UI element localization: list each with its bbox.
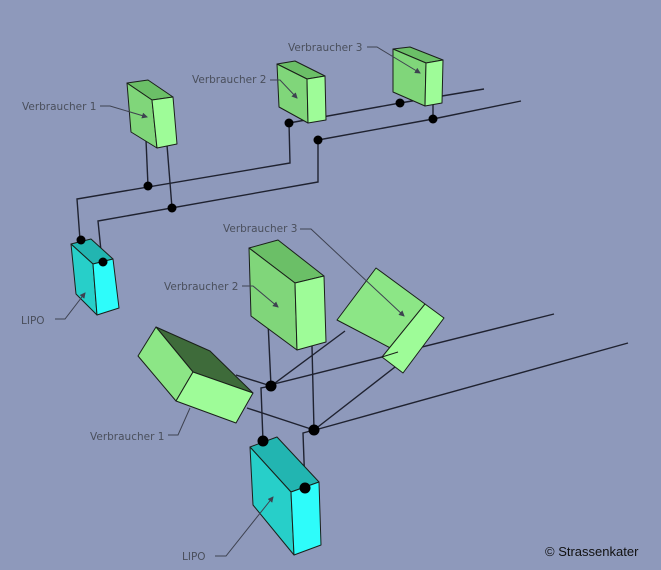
junction-node bbox=[143, 181, 153, 191]
leader-line bbox=[100, 105, 148, 119]
label-consumer-3: Verbraucher 3 bbox=[288, 42, 362, 54]
copyright-notice: © Strassenkater bbox=[545, 544, 639, 559]
leader-line bbox=[242, 285, 279, 308]
bottom-nodes bbox=[257, 380, 320, 494]
top-view: Verbraucher 1 Verbraucher 2 Verbraucher … bbox=[21, 42, 522, 327]
battery-terminal-node bbox=[299, 482, 311, 494]
bottom-consumer-2 bbox=[248, 239, 327, 351]
box-side bbox=[381, 303, 445, 374]
bottom-consumer-1 bbox=[137, 326, 254, 424]
junction-node bbox=[395, 98, 405, 108]
wire-c3-a bbox=[270, 330, 346, 387]
label-battery: LIPO bbox=[182, 551, 206, 563]
bottom-consumer-3 bbox=[336, 267, 445, 374]
top-consumer-2 bbox=[276, 60, 327, 124]
battery-terminal-node bbox=[98, 257, 108, 267]
wire-c1-pos bbox=[145, 139, 149, 187]
junction-node bbox=[265, 380, 277, 392]
label-consumer-2: Verbraucher 2 bbox=[164, 281, 238, 293]
leader-line bbox=[270, 79, 298, 99]
wire-c1-b bbox=[246, 407, 315, 431]
label-consumer-3: Verbraucher 3 bbox=[223, 223, 297, 235]
wire-c3-b bbox=[313, 366, 396, 431]
label-consumer-1: Verbraucher 1 bbox=[22, 101, 96, 113]
battery-terminal-node bbox=[76, 235, 86, 245]
wire-bus-lower bbox=[314, 342, 629, 431]
wire-c1-a bbox=[235, 374, 272, 387]
wire-c2-a bbox=[267, 321, 272, 387]
leader-line bbox=[168, 407, 191, 436]
box-side bbox=[151, 96, 178, 149]
box-side bbox=[294, 275, 327, 351]
bottom-battery-lipo bbox=[249, 436, 322, 556]
battery-terminal-node bbox=[257, 435, 269, 447]
wire-c2-b bbox=[311, 345, 315, 431]
leader-line bbox=[300, 228, 405, 317]
top-battery-lipo bbox=[70, 238, 120, 316]
bottom-view: Verbraucher 3 Verbraucher 2 Verbraucher … bbox=[90, 223, 629, 563]
leader-line bbox=[367, 46, 421, 74]
junction-node bbox=[308, 424, 320, 436]
box-side bbox=[92, 258, 120, 316]
label-battery: LIPO bbox=[21, 315, 45, 327]
wire-battery-pos bbox=[260, 385, 272, 442]
box-side bbox=[424, 59, 444, 107]
junction-node bbox=[313, 135, 323, 145]
top-nodes bbox=[76, 98, 438, 267]
label-consumer-2: Verbraucher 2 bbox=[192, 74, 266, 86]
leader-line bbox=[215, 496, 274, 557]
label-consumer-1: Verbraucher 1 bbox=[90, 431, 164, 443]
box-edge bbox=[381, 351, 399, 358]
junction-node bbox=[428, 114, 438, 124]
junction-node bbox=[284, 118, 294, 128]
wire-c1-neg bbox=[166, 144, 173, 209]
box-side bbox=[306, 75, 327, 124]
leader-line bbox=[55, 292, 86, 320]
box-side bbox=[175, 371, 254, 424]
wire-negative bbox=[97, 100, 522, 262]
top-consumer-1 bbox=[126, 79, 178, 149]
top-consumer-3 bbox=[392, 46, 444, 107]
junction-node bbox=[167, 203, 177, 213]
